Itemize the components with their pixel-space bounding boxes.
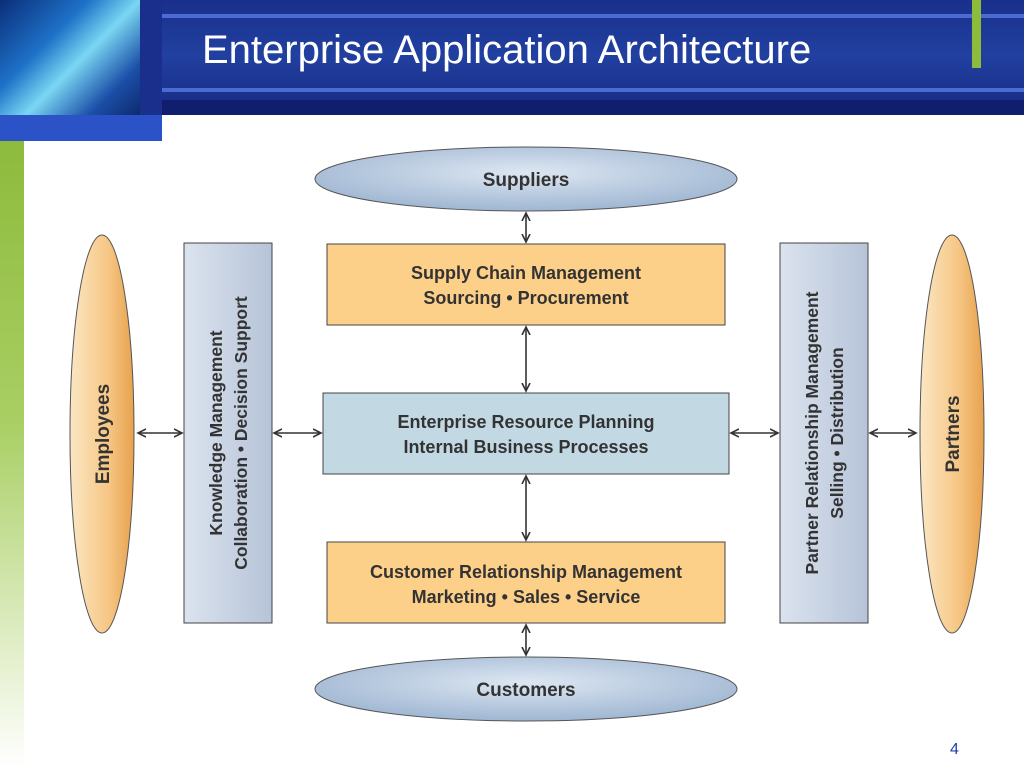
erp-box <box>322 392 730 475</box>
employees-oval <box>69 234 135 634</box>
header-photo-edge <box>140 0 162 115</box>
page-number: 4 <box>950 741 959 758</box>
knowledge-management-bar <box>183 242 273 624</box>
erp-line2: Internal Business Processes <box>403 437 648 457</box>
header-stripe-top <box>162 14 1024 18</box>
partner-relationship-bar <box>779 242 869 624</box>
knowledge-management-line1: Knowledge Management <box>206 330 226 535</box>
erp-line1: Enterprise Resource Planning <box>397 412 654 432</box>
header-photo <box>0 0 140 115</box>
left-green-bar <box>0 141 24 768</box>
partner-relationship-line1: Partner Relationship Management <box>802 291 822 574</box>
customers-oval <box>314 656 738 722</box>
crm-line1: Customer Relationship Management <box>370 562 682 582</box>
crm-line2: Marketing • Sales • Service <box>412 587 641 607</box>
green-accent-bar <box>972 0 981 68</box>
customers-label: Customers <box>476 680 575 701</box>
header-photo-base <box>0 115 162 141</box>
slide-title: Enterprise Application Architecture <box>202 28 812 72</box>
knowledge-management-line2: Collaboration • Decision Support <box>231 296 251 570</box>
partners-label: Partners <box>943 395 964 472</box>
employees-label: Employees <box>93 384 114 484</box>
header-bottom-bar <box>162 100 1024 115</box>
header <box>0 0 1024 115</box>
partner-relationship-line2: Selling • Distribution <box>827 347 847 518</box>
scm-line1: Supply Chain Management <box>411 263 641 283</box>
scm-line2: Sourcing • Procurement <box>423 288 628 308</box>
suppliers-label: Suppliers <box>483 170 570 191</box>
header-stripe-bottom <box>162 88 1024 92</box>
scm-box <box>326 243 726 326</box>
partners-oval <box>919 234 985 634</box>
suppliers-oval <box>314 146 738 212</box>
crm-box <box>326 541 726 624</box>
